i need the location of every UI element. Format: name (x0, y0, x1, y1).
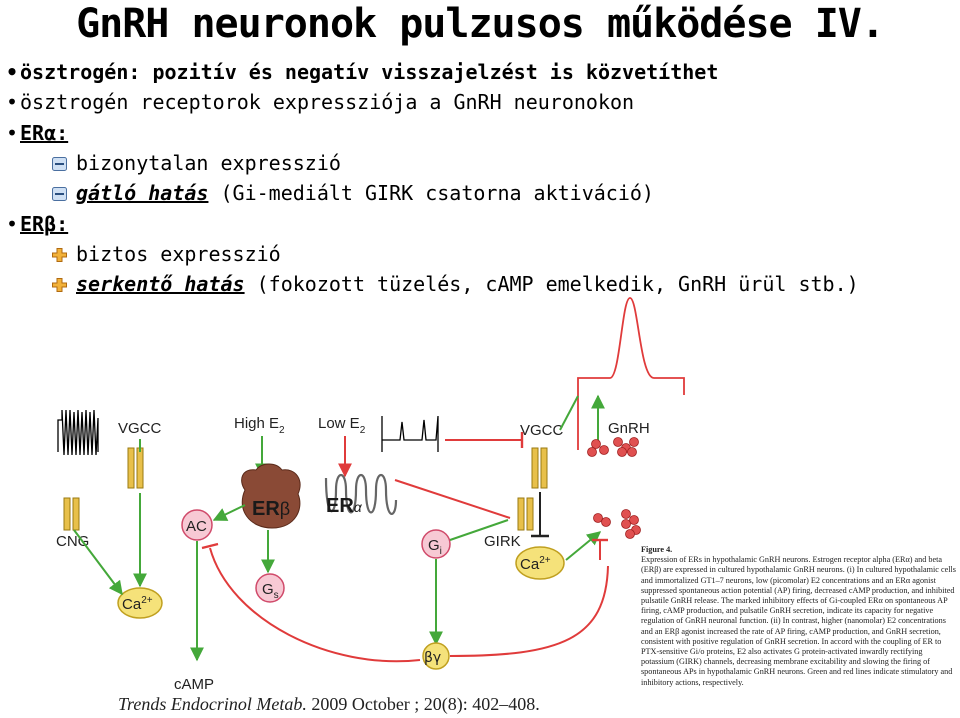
erb-item-2-text: (fokozott tüzelés, cAMP emelkedik, GnRH … (244, 272, 859, 296)
gnrh-pulse-curve (577, 297, 685, 450)
vgcc-right-label: VGCC (520, 422, 564, 439)
erb-to-ac-arrow (212, 504, 246, 521)
ac-enzyme (181, 509, 213, 541)
erb-item-2-emph: serkentő hatás (76, 272, 245, 296)
plus-icon (52, 278, 67, 292)
minus-icon (52, 187, 67, 201)
figure-caption-text: Expression of ERs in hypothalamic GnRH n… (641, 555, 956, 687)
bullet-4: •ERβ: (6, 212, 68, 236)
spike-train-low (381, 415, 439, 452)
gi-to-girk-line (449, 519, 509, 541)
gnrh-label: GnRH (608, 420, 650, 437)
gi-label: Gi (428, 537, 442, 557)
camp-ac-inhibit-bar (201, 542, 219, 550)
citation-journal: Trends Endocrinol Metab. (118, 694, 307, 714)
bullet-1-text: ösztrogén: pozitív és negatív visszajelz… (20, 60, 719, 84)
era-label: ERα (326, 495, 363, 517)
bullet-dot: • (6, 212, 19, 236)
high-e2-label: High E2 (234, 415, 285, 436)
cng-channel (63, 497, 71, 531)
vgcc-left-label: VGCC (118, 420, 162, 437)
minus-icon (52, 157, 67, 171)
erb-receptor (241, 463, 301, 529)
page-title: GnRH neuronok pulzusos működése IV. (76, 1, 885, 47)
girk-label: GIRK (484, 533, 521, 550)
figure-caption: Figure 4. Expression of ERs in hypothala… (641, 545, 957, 688)
erb-item-1: biztos expresszió (52, 242, 281, 266)
vgcc-right-channel (531, 447, 539, 489)
membrane-outer-leaflet (4, 450, 640, 472)
cng-to-ca-arrow (73, 529, 123, 596)
low-e2-label: Low E2 (318, 415, 366, 436)
gnrh-granules-bottom (593, 509, 641, 539)
bg-to-gnrh-line (449, 565, 609, 657)
bullet-1: •ösztrogén: pozitív és negatív visszajel… (6, 60, 718, 84)
era-inhibit-line (394, 479, 511, 519)
gnrh-granules-top (587, 437, 639, 457)
erb-label: ERβ (252, 498, 290, 520)
gs-protein (255, 573, 285, 603)
vgcc-left-channel (136, 447, 144, 489)
ca-to-gnrh-arrow (565, 531, 602, 561)
gnrh-green-link (559, 395, 579, 431)
gnrh-neuron-diagram: VGCC CNG High E2 Low E2 ERβ ERα VGCC GnR… (4, 297, 685, 693)
plus-icon (52, 248, 67, 262)
camp-ac-inhibit-curve (209, 547, 421, 663)
bg-label: βγ (424, 650, 441, 666)
girk-channel (526, 497, 534, 531)
erb-item-2: serkentő hatás (fokozott tüzelés, cAMP e… (52, 272, 859, 296)
bullet-dot: • (6, 121, 19, 145)
ca-left-label: Ca2+ (122, 595, 153, 613)
ca-left-node (117, 587, 163, 619)
vgcc-left-channel (127, 447, 135, 489)
figure-caption-label: Figure 4. (641, 545, 673, 554)
cng-label: CNG (56, 533, 89, 550)
membrane-inner-leaflet (4, 472, 640, 493)
cng-channel (72, 497, 80, 531)
spike-train-high (57, 409, 99, 456)
citation-details: 2009 October ; 20(8): 402–408. (306, 694, 540, 714)
bullet-3: •ERα: (6, 121, 68, 145)
bullet-4-text: ERβ: (20, 212, 69, 236)
bg-subunit (422, 642, 450, 670)
ca-right-label: Ca2+ (520, 555, 551, 573)
bullet-dot: • (6, 60, 19, 84)
era-item-2-emph: gátló hatás (76, 181, 209, 205)
ca-right-node (515, 546, 565, 580)
era-item-1-text: bizonytalan expresszió (76, 151, 341, 175)
girk-channel (517, 497, 525, 531)
gs-label: Gs (262, 581, 279, 601)
bullet-dot: • (6, 90, 19, 114)
era-item-1: bizonytalan expresszió (52, 151, 341, 175)
gi-protein (421, 529, 451, 559)
ac-label: AC (186, 518, 207, 535)
era-item-2: gátló hatás (Gi-mediált GIRK csatorna ak… (52, 181, 654, 205)
bullet-3-text: ERα: (20, 121, 69, 145)
era-item-2-text: (Gi-mediált GIRK csatorna aktiváció) (208, 181, 654, 205)
bullet-2-text: ösztrogén receptorok expressziója a GnRH… (20, 90, 635, 114)
vgcc-right-channel (540, 447, 548, 489)
erb-item-1-text: biztos expresszió (76, 242, 281, 266)
citation: Trends Endocrinol Metab. 2009 October ; … (118, 694, 540, 715)
camp-label: cAMP (174, 676, 214, 693)
era-receptor (324, 473, 398, 515)
bullet-2: •ösztrogén receptorok expressziója a GnR… (6, 90, 634, 114)
